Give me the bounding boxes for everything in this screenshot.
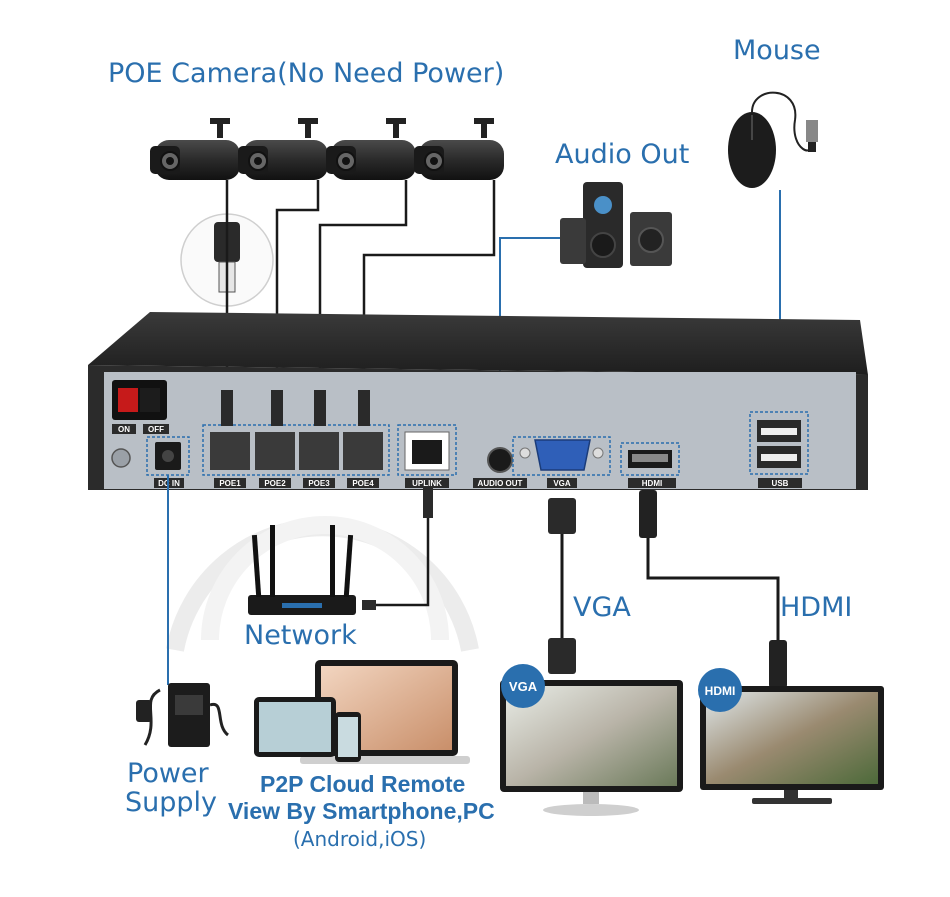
nvr-device xyxy=(88,312,868,490)
vga-plug-bottom xyxy=(548,638,576,674)
network-label: Network xyxy=(244,620,357,651)
speaker-icon xyxy=(560,182,672,268)
port-label-poe3: POE3 xyxy=(308,479,330,488)
router-plug xyxy=(362,600,376,610)
port-label-usb: USB xyxy=(772,479,789,488)
port-label-poe1: POE1 xyxy=(219,479,241,488)
vga-label: VGA xyxy=(573,592,631,623)
vga-badge: VGA xyxy=(501,664,545,708)
vga-monitor xyxy=(500,680,683,816)
port-label-dc-in: DC IN xyxy=(158,479,180,488)
port-label-off: OFF xyxy=(148,425,164,434)
uplink-cable xyxy=(372,490,430,607)
mouse-label: Mouse xyxy=(733,35,821,66)
vga-plug-top xyxy=(548,498,576,534)
audio-out-label: Audio Out xyxy=(555,139,690,170)
supply-label: Supply xyxy=(125,787,218,818)
port-label-audio-out: AUDIO OUT xyxy=(478,479,523,488)
port-label-poe2: POE2 xyxy=(264,479,286,488)
port-label-hdmi: HDMI xyxy=(642,479,662,488)
tablet-icon xyxy=(254,697,336,757)
smartphone-icon xyxy=(335,712,361,762)
port-label-poe4: POE4 xyxy=(352,479,374,488)
router-icon xyxy=(248,525,356,615)
p2p-line3: (Android,iOS) xyxy=(293,827,427,851)
hdmi-cable xyxy=(646,535,780,645)
uplink-plug xyxy=(423,488,433,518)
poe-camera-1 xyxy=(150,118,240,180)
poe-camera-4 xyxy=(414,118,504,180)
hdmi-plug-bottom xyxy=(769,640,787,688)
hdmi-badge: HDMI xyxy=(698,668,742,712)
power-label: Power xyxy=(127,758,209,789)
port-label-uplink: UPLINK xyxy=(412,479,442,488)
poe-camera-label: POE Camera(No Need Power) xyxy=(108,58,505,89)
poe-camera-3 xyxy=(326,118,416,180)
hdmi-label: HDMI xyxy=(780,592,853,623)
poe-camera-2 xyxy=(238,118,328,180)
p2p-line1: P2P Cloud Remote xyxy=(260,771,466,797)
hdmi-plug-top xyxy=(639,490,657,538)
poe-plugs xyxy=(221,390,370,426)
port-label-vga: VGA xyxy=(553,479,571,488)
power-adapter-icon xyxy=(136,683,230,747)
hdmi-badge-text: HDMI xyxy=(705,684,736,698)
port-label-on: ON xyxy=(118,425,130,434)
mouse-icon xyxy=(728,91,818,188)
p2p-line2: View By Smartphone,PC xyxy=(228,798,495,824)
vga-badge-text: VGA xyxy=(509,679,538,694)
hdmi-monitor xyxy=(700,686,884,804)
